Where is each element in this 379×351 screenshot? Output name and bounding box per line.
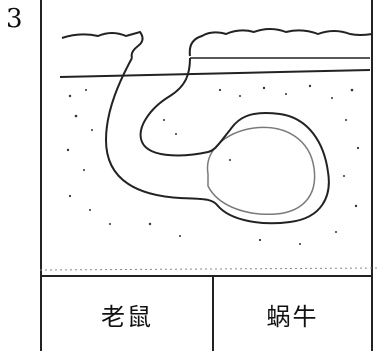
option-snail[interactable]: 蜗牛 [214, 277, 371, 351]
question-frame [40, 0, 373, 351]
soil-bottom-line [40, 267, 379, 271]
option-mouse[interactable]: 老鼠 [42, 277, 212, 351]
grass-left [61, 30, 144, 59]
soil-speckles [66, 84, 360, 245]
ground-surface-line [59, 69, 371, 78]
table-top-border [40, 275, 373, 277]
question-number: 3 [6, 4, 23, 34]
option-mouse-label: 老鼠 [101, 302, 153, 331]
burrow-tunnel-outer [104, 57, 330, 225]
option-snail-label: 蜗牛 [266, 302, 319, 331]
table-divider [212, 275, 214, 351]
burrow-illustration [40, 28, 379, 271]
grass-right [188, 28, 373, 57]
burrow-chamber [206, 126, 316, 215]
